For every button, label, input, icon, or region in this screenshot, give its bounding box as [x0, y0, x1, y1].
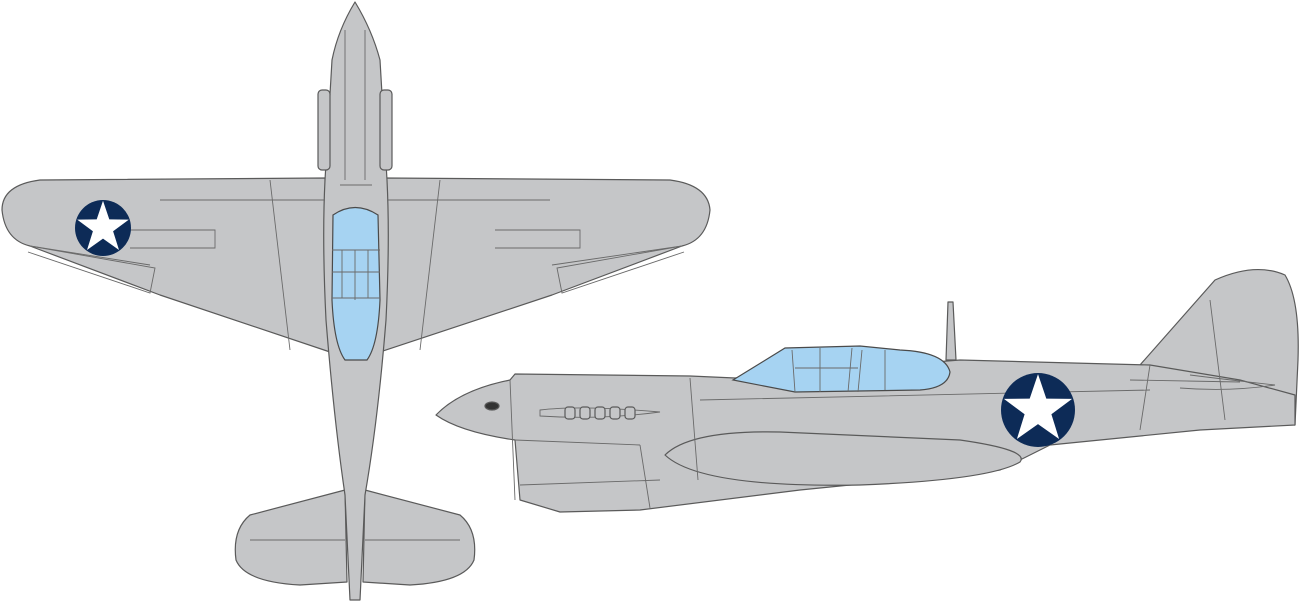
- ailerons: [27, 245, 685, 294]
- exhaust-stub: [594, 406, 606, 420]
- exhaust-stubs: [564, 406, 636, 420]
- wing-root: [664, 431, 1022, 486]
- exhaust-stack: [317, 89, 331, 171]
- wing: [1, 177, 711, 353]
- nose-intake: [484, 401, 500, 411]
- star-roundel-icon: [75, 200, 131, 256]
- canopy-side: [731, 345, 951, 393]
- star-icon: [1003, 374, 1073, 439]
- exhaust-stacks: [317, 89, 393, 171]
- canopy-top: [331, 206, 381, 361]
- canopy-frame: [791, 347, 886, 393]
- exhaust-stub: [579, 406, 591, 420]
- panel-lines: [509, 299, 1276, 509]
- exhaust-stub: [609, 406, 621, 420]
- star-roundel-icon: [1001, 373, 1075, 447]
- exhaust-stack: [379, 89, 393, 171]
- top-view: [1, 1, 711, 601]
- star-icon: [77, 200, 129, 250]
- panel-lines: [29, 30, 683, 541]
- antenna-mast: [945, 301, 957, 361]
- side-view: [435, 268, 1299, 513]
- tailplane: [234, 489, 476, 586]
- exhaust-stub: [624, 406, 636, 420]
- exhaust-stub: [564, 406, 576, 420]
- canopy-frame: [332, 249, 380, 300]
